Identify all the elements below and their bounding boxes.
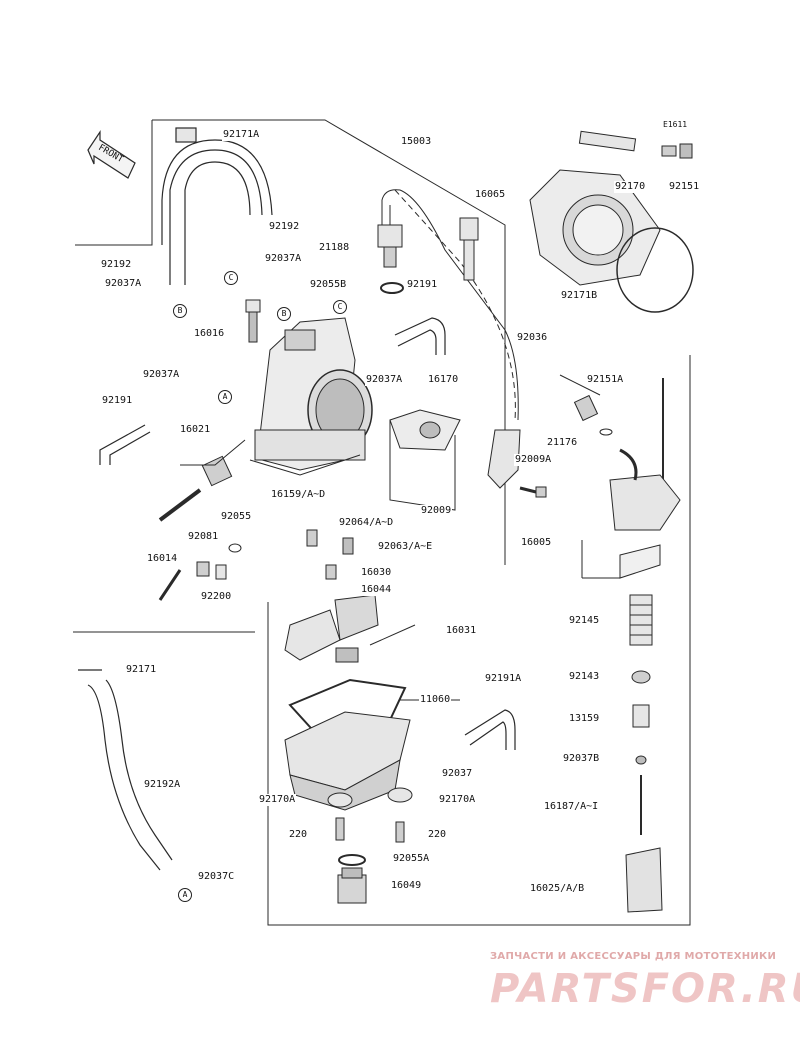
part-label-92191-left: 92191 xyxy=(101,395,134,407)
part-label-16159: 16159/A~D xyxy=(270,489,327,501)
throttle-cam xyxy=(389,409,461,511)
part-label-16065: 16065 xyxy=(474,189,507,201)
part-label-92171B: 92171B xyxy=(560,290,599,302)
part-label-92037A-upper: 92037A xyxy=(264,253,303,265)
sensor-21188 xyxy=(377,205,403,268)
hose-92192A xyxy=(78,669,173,871)
part-label-92081: 92081 xyxy=(187,531,220,543)
clamp-92171B xyxy=(616,227,694,313)
part-label-13159: 13159 xyxy=(568,713,601,725)
part-label-92009A: 92009A xyxy=(514,454,553,466)
part-label-16049: 16049 xyxy=(390,880,423,892)
part-label-92037C: 92037C xyxy=(197,871,236,883)
part-label-92191-upper: 92191 xyxy=(406,279,439,291)
part-label-16170: 16170 xyxy=(427,374,460,386)
part-label-11060: 11060 xyxy=(419,694,452,706)
float-bowl xyxy=(284,678,460,811)
float-16031 xyxy=(284,594,416,663)
part-label-16044: 16044 xyxy=(360,584,393,596)
ref-marker-b-body: B xyxy=(277,307,291,321)
part-label-92151: 92151 xyxy=(668,181,701,193)
part-label-16021: 16021 xyxy=(179,424,212,436)
part-label-92192-left: 92192 xyxy=(100,259,133,271)
carburetor-body xyxy=(249,317,373,476)
screw-16016 xyxy=(245,299,261,343)
part-label-16014: 16014 xyxy=(146,553,179,565)
part-label-92037A-left: 92037A xyxy=(104,278,143,290)
vent-tube-92192-upper xyxy=(161,127,273,285)
part-label-92171: 92171 xyxy=(125,664,158,676)
part-label-16005: 16005 xyxy=(520,537,553,549)
part-label-15003: 15003 xyxy=(400,136,433,148)
part-label-92055: 92055 xyxy=(220,511,253,523)
watermark-brand: PARTSFOR.RU xyxy=(490,966,800,1012)
part-label-16025: 16025/A/B xyxy=(529,883,586,895)
part-label-92191A: 92191A xyxy=(484,673,523,685)
part-label-92192-upper: 92192 xyxy=(268,221,301,233)
throttle-cable xyxy=(381,189,519,421)
part-label-21188: 21188 xyxy=(318,242,351,254)
part-label-92170A-left: 92170A xyxy=(258,794,297,806)
part-label-220-right: 220 xyxy=(427,829,448,841)
ref-marker-a-lower: A xyxy=(178,888,192,902)
part-label-92036: 92036 xyxy=(516,332,549,344)
adjuster-screw-group xyxy=(158,439,246,522)
intake-insulator xyxy=(529,130,693,286)
part-label-92170A-right: 92170A xyxy=(438,794,477,806)
part-label-21176: 21176 xyxy=(546,437,579,449)
ref-marker-a-upper: A xyxy=(218,390,232,404)
ref-marker-b-left: B xyxy=(173,304,187,318)
part-label-92055A: 92055A xyxy=(392,853,431,865)
part-label-92145: 92145 xyxy=(568,615,601,627)
o-ring-92055B xyxy=(380,282,404,294)
part-label-92192A: 92192A xyxy=(143,779,182,791)
front-arrow-icon xyxy=(87,130,136,179)
bolt-92009A xyxy=(487,429,547,498)
part-label-16187: 16187/A~I xyxy=(543,801,600,813)
ref-marker-c-upper: C xyxy=(224,271,238,285)
drain-parts xyxy=(327,787,413,904)
part-label-92063: 92063/A~E xyxy=(377,541,434,553)
frame-lines xyxy=(73,119,691,926)
part-label-92171A: 92171A xyxy=(222,129,261,141)
tube-92191-left xyxy=(99,424,151,465)
part-label-92055B: 92055B xyxy=(309,279,348,291)
part-label-92064: 92064/A~D xyxy=(338,517,395,529)
part-label-16031: 16031 xyxy=(445,625,478,637)
part-label-92037: 92037 xyxy=(441,768,474,780)
tube-92191-upper xyxy=(394,317,446,355)
part-label-92037A-mid: 92037A xyxy=(142,369,181,381)
ref-code: E1611 xyxy=(662,119,689,131)
small-parts-column xyxy=(158,529,354,601)
part-label-16030: 16030 xyxy=(360,567,393,579)
part-label-92151A: 92151A xyxy=(586,374,625,386)
part-label-92037A-right: 92037A xyxy=(365,374,404,386)
needle-column xyxy=(625,594,663,913)
part-label-92009: 92009 xyxy=(420,505,453,517)
part-label-220-left: 220 xyxy=(288,829,309,841)
part-label-92170: 92170 xyxy=(614,181,647,193)
part-label-92037B: 92037B xyxy=(562,753,601,765)
tube-92191A xyxy=(464,709,516,750)
part-label-92200: 92200 xyxy=(200,591,233,603)
part-label-16016: 16016 xyxy=(193,328,226,340)
ref-marker-c-body: C xyxy=(333,300,347,314)
part-label-92143: 92143 xyxy=(568,671,601,683)
right-side-parts xyxy=(559,374,681,579)
watermark-subtitle: ЗАПЧАСТИ И АКСЕССУАРЫ ДЛЯ МОТОТЕХНИКИ xyxy=(490,951,777,962)
